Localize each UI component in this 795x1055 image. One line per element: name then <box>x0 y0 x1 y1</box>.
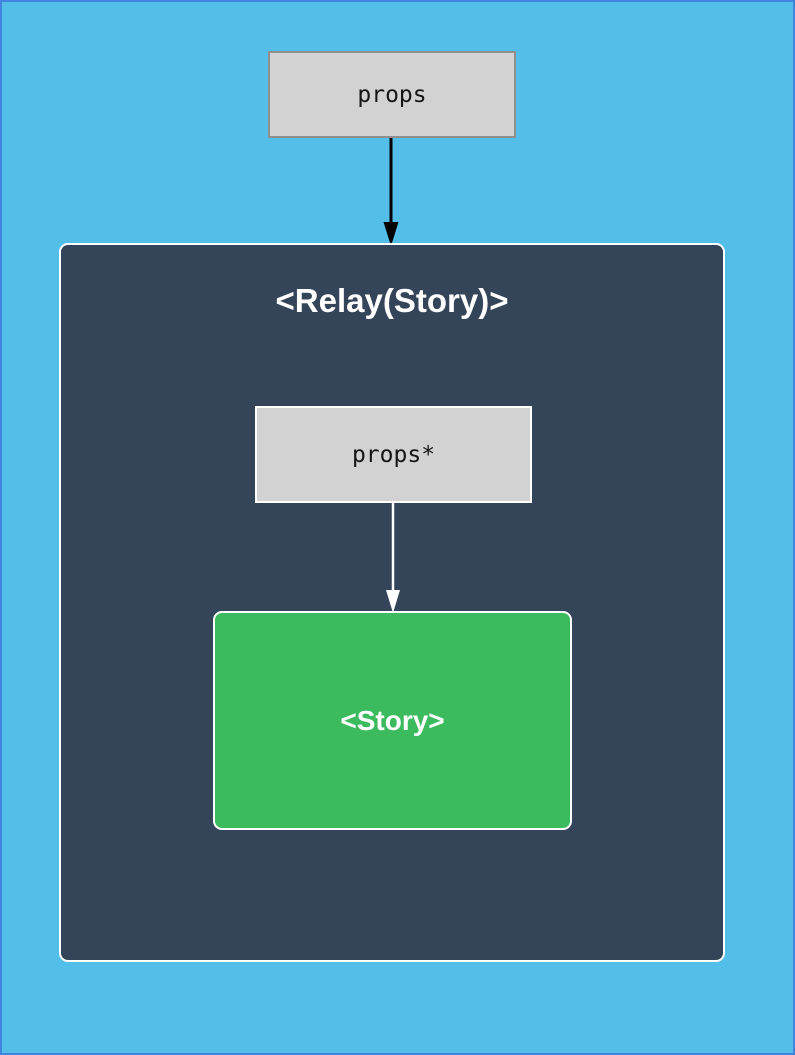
arrow-down-icon <box>383 138 399 246</box>
relay-container-title: <Relay(Story)> <box>275 282 509 319</box>
arrow-down-icon <box>386 503 400 613</box>
props-node-label: props <box>357 81 427 108</box>
props-node: props <box>268 51 516 138</box>
story-node-label: <Story> <box>340 704 445 736</box>
props-star-node: props* <box>255 406 532 503</box>
story-node: <Story> <box>213 611 572 830</box>
relay-story-container: <Relay(Story)> props* <Story> <box>59 243 725 962</box>
props-star-node-label: props* <box>351 441 436 468</box>
